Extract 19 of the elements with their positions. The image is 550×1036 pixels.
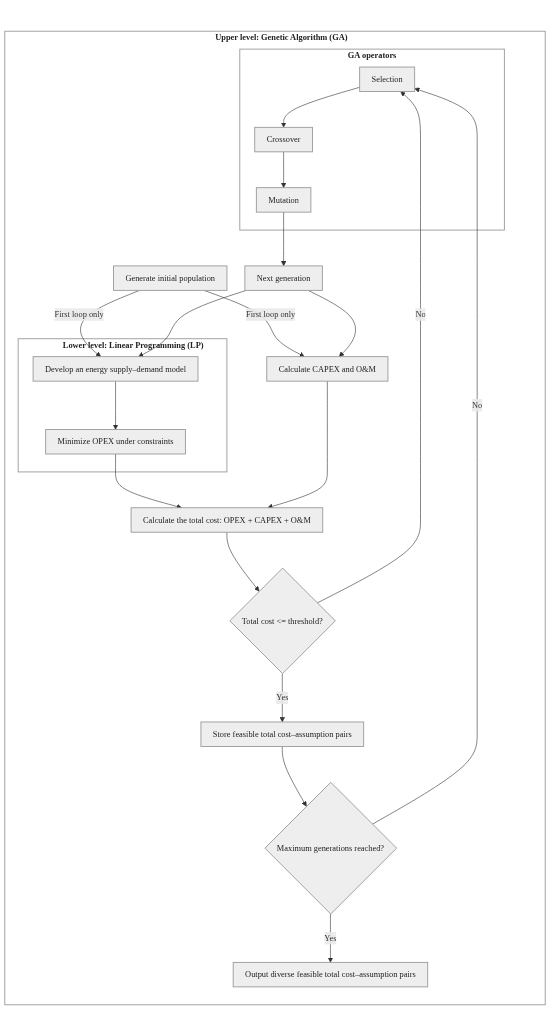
edge-label: First loop only xyxy=(54,310,104,320)
edge-label: No xyxy=(472,400,483,410)
edge-label: Yes xyxy=(276,693,289,703)
node-box: Mutation xyxy=(255,187,312,213)
node-box: Store feasible total cost–assumption pairs xyxy=(200,721,365,747)
node-box: Develop an energy supply–demand model xyxy=(32,356,199,382)
node-box: Calculate CAPEX and O&M xyxy=(266,356,389,382)
node-box: Selection xyxy=(359,66,416,92)
edge-label: Yes xyxy=(324,933,337,943)
edge-label: No xyxy=(415,310,426,320)
node-diamond: Maximum generations reached? xyxy=(264,781,398,915)
node-box: Calculate the total cost: OPEX + CAPEX + O&M xyxy=(130,507,324,533)
node-box: Minimize OPEX under constraints xyxy=(45,429,186,455)
edge-label: First loop only xyxy=(246,310,296,320)
node-diamond: Total cost <= threshold? xyxy=(229,567,336,675)
node-box: Output diverse feasible total cost–assumption pairs xyxy=(232,961,429,988)
node-box: Crossover xyxy=(254,126,313,153)
node-box: Next generation xyxy=(244,265,323,291)
node-box: Generate initial population xyxy=(113,265,228,291)
